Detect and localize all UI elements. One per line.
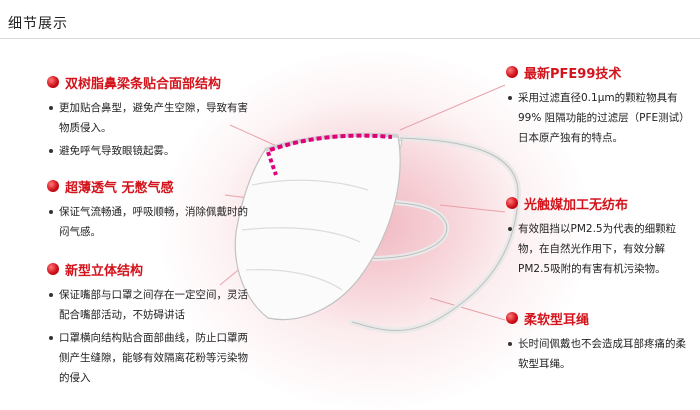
section-title: 柔软型耳绳 [524, 312, 590, 328]
section-nose-bridge: 双树脂鼻梁条贴合面部结构 更加贴合鼻型，避免产生空隙，导致有害物质侵入。 避免呼… [47, 72, 249, 164]
bullet-item: 采用过滤直径0.1μm的颗粒物具有99% 阻隔功能的过滤层（PFE测试）日本原产… [506, 88, 693, 148]
page-title: 细节展示 [8, 16, 68, 32]
bullet-item: 有效阻挡以PM2.5为代表的细颗粒物，在自然光作用下，有效分解PM2.5吸附的有… [506, 219, 693, 279]
section-ear-loop: 柔软型耳绳 长时间佩戴也不会造成耳部疼痛的柔软型耳绳。 [506, 308, 693, 377]
red-dot-icon [506, 66, 518, 78]
bullet-item: 保证嘴部与口罩之间存在一定空间，灵活配合嘴部活动，不妨碍讲话 [47, 285, 249, 325]
red-dot-icon [47, 76, 59, 88]
red-dot-icon [47, 180, 59, 192]
section-title: 新型立体结构 [65, 263, 144, 279]
title-divider [0, 38, 700, 39]
leader-lines [219, 84, 506, 321]
section-title: 光触媒加工无纺布 [524, 197, 629, 213]
bullet-item: 避免呼气导致眼镜起雾。 [47, 141, 249, 161]
section-title: 双树脂鼻梁条贴合面部结构 [65, 76, 222, 92]
red-dot-icon [47, 263, 59, 275]
nose-strip [269, 133, 393, 152]
section-breathable: 超薄透气 无憋气感 保证气流畅通，呼吸顺畅，消除佩戴时的闷气感。 [47, 176, 249, 245]
section-title: 最新PFE99技术 [524, 66, 622, 82]
section-pfe99: 最新PFE99技术 采用过滤直径0.1μm的颗粒物具有99% 阻隔功能的过滤层（… [506, 62, 693, 151]
bullet-item: 更加贴合鼻型，避免产生空隙，导致有害物质侵入。 [47, 98, 249, 138]
section-title: 超薄透气 无憋气感 [65, 180, 174, 196]
section-3d-structure: 新型立体结构 保证嘴部与口罩之间存在一定空间，灵活配合嘴部活动，不妨碍讲话 口罩… [47, 259, 249, 391]
bullet-item: 保证气流畅通，呼吸顺畅，消除佩戴时的闷气感。 [47, 202, 249, 242]
bullet-item: 口罩横向结构贴合面部曲线，防止口罩两侧产生缝隙，能够有效隔离花粉等污染物的侵入 [47, 328, 249, 388]
red-dot-icon [506, 197, 518, 209]
bullet-item: 长时间佩戴也不会造成耳部疼痛的柔软型耳绳。 [506, 334, 693, 374]
red-dot-icon [506, 312, 518, 324]
section-photocatalyst: 光触媒加工无纺布 有效阻挡以PM2.5为代表的细颗粒物，在自然光作用下，有效分解… [506, 193, 693, 282]
